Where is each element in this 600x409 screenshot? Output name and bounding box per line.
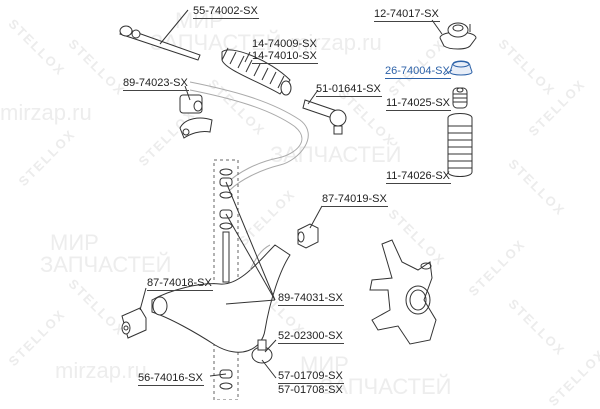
part-label-dust-boot[interactable]: 11-74026-SX xyxy=(386,170,452,184)
part-label-steering-boot-1[interactable]: 14-74009-SX xyxy=(252,38,317,50)
watermark-site-text: ЗАПЧАСТЕЙ xyxy=(40,252,172,277)
ball-joint-drawing xyxy=(251,339,273,364)
watermark-site-text: ЗАПЧАСТЕЙ xyxy=(320,374,452,399)
watermark-site-text: МИР xyxy=(50,230,99,255)
watermark-site-text: mirzap.ru xyxy=(290,30,382,55)
part-label-tie-rod[interactable]: 55-74002-SX xyxy=(193,5,259,19)
dust-boot-drawing xyxy=(447,113,473,177)
leader-lines xyxy=(209,181,277,379)
bump-stop-drawing xyxy=(452,87,468,109)
watermark-site-text: ЗАПЧАСТЕЙ xyxy=(270,142,402,167)
control-arm-drawing xyxy=(151,244,291,353)
part-label-ball-joint[interactable]: 52-02300-SX xyxy=(278,330,344,344)
strut-mount-drawing xyxy=(431,19,477,50)
part-label-strut-mount[interactable]: 12-74017-SX xyxy=(374,8,440,22)
part-label-stab-bushing[interactable]: 89-74023-SX xyxy=(123,77,189,91)
stab-bushing-drawing xyxy=(179,85,213,139)
strut-bearing-drawing xyxy=(443,60,473,76)
part-label-tie-rod-end[interactable]: 51-01641-SX xyxy=(316,83,382,97)
part-label-bump-stop[interactable]: 11-74025-SX xyxy=(386,97,452,111)
part-label-link-bushings[interactable]: 89-74031-SX xyxy=(278,292,344,306)
part-label-arm-front-bushing[interactable]: 87-74018-SX xyxy=(147,277,213,291)
stabilizer-bar-drawing xyxy=(189,81,309,191)
arm-rear-bushing-drawing xyxy=(297,205,323,249)
part-label-control-arm-2[interactable]: 57-01708-SX xyxy=(278,384,343,396)
arm-front-bushing-drawing xyxy=(121,287,147,339)
part-label-steering-boot-2[interactable]: 14-74010-SX xyxy=(252,50,318,64)
part-label-control-arm-1[interactable]: 57-01709-SX xyxy=(278,370,344,384)
watermark-site-text: mirzap.ru xyxy=(0,100,92,125)
watermark-site-text: МИР xyxy=(300,352,349,377)
part-label-stab-link[interactable]: 56-74016-SX xyxy=(138,372,204,386)
watermark-site-text: mirzap.ru xyxy=(55,358,147,383)
tie-rod-drawing xyxy=(119,9,201,61)
parts-drawing xyxy=(119,9,477,400)
part-label-arm-rear-bushing[interactable]: 87-74019-SX xyxy=(322,193,388,207)
part-label-strut-bearing[interactable]: 26-74004-SX xyxy=(385,65,451,79)
stab-link-drawing xyxy=(213,159,239,400)
tie-rod-end-drawing xyxy=(302,89,347,135)
steering-knuckle-drawing xyxy=(369,239,437,345)
steering-boot-drawing xyxy=(221,47,292,96)
suspension-diagram: МИР ЗАПЧАСТЕЙ mirzap.ru ЗАПЧАСТЕЙ МИР ЗА… xyxy=(0,5,600,409)
watermark-site-text: МИР xyxy=(175,8,224,33)
